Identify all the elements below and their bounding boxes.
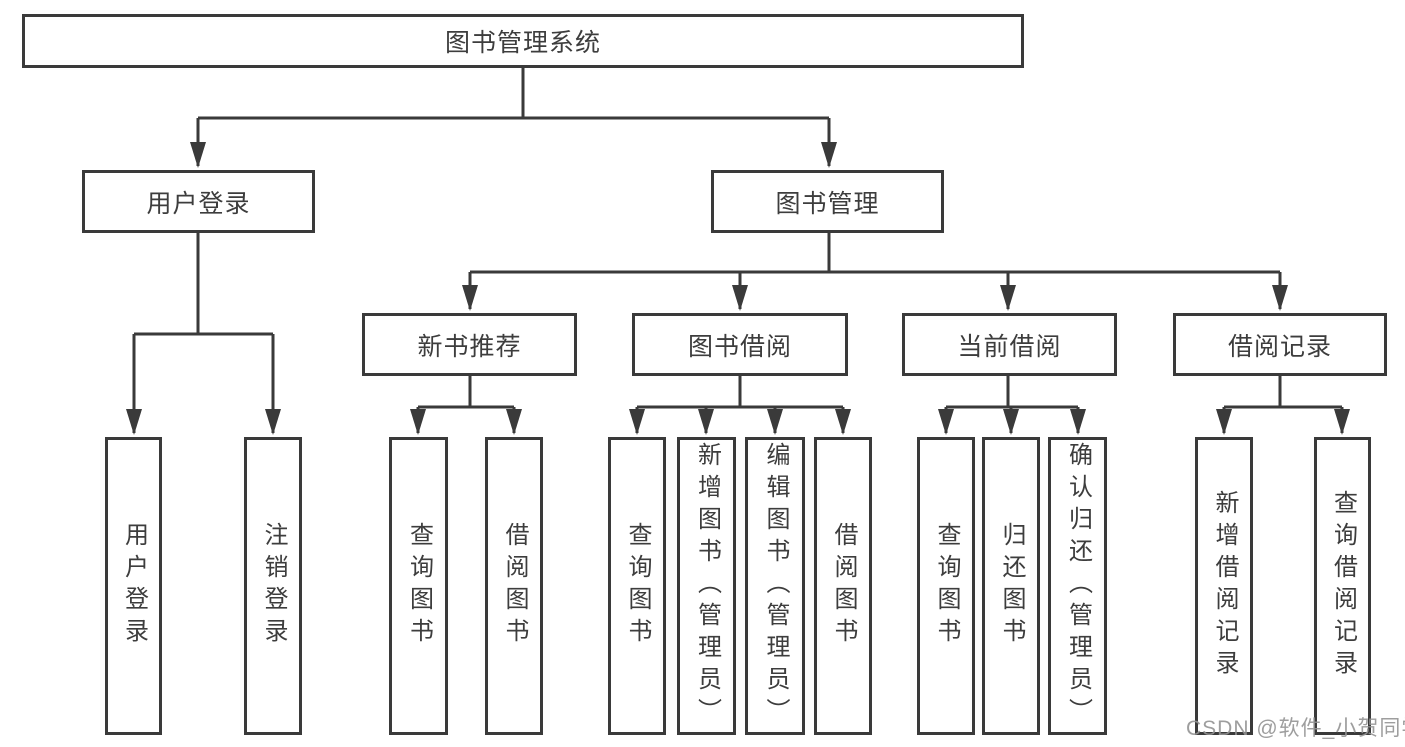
watermark: CSDN @软件_小贺同学 — [1186, 717, 1405, 740]
node-leaf-confirm-return-admin: 确认归还（管理员） — [1048, 437, 1107, 735]
node-current-borrowing: 当前借阅 — [902, 313, 1117, 376]
node-leaf-edit-book-admin: 编辑图书（管理员） — [745, 437, 805, 735]
node-borrow-records: 借阅记录 — [1173, 313, 1387, 376]
node-leaf-return-books: 归还图书 — [982, 437, 1040, 735]
node-leaf-query-borrow-record: 查询借阅记录 — [1314, 437, 1371, 735]
node-leaf-query-books-current: 查询图书 — [917, 437, 975, 735]
node-leaf-query-books-recommend: 查询图书 — [389, 437, 448, 735]
node-leaf-query-books-borrowing: 查询图书 — [608, 437, 666, 735]
node-leaf-borrow-books: 借阅图书 — [814, 437, 872, 735]
node-leaf-add-book-admin: 新增图书（管理员） — [677, 437, 736, 735]
node-leaf-logout: 注销登录 — [244, 437, 302, 735]
node-leaf-add-borrow-record: 新增借阅记录 — [1195, 437, 1253, 735]
node-user-login: 用户登录 — [82, 170, 315, 233]
node-leaf-user-login: 用户登录 — [105, 437, 162, 735]
node-leaf-borrow-books-recommend: 借阅图书 — [485, 437, 543, 735]
node-library-management-system: 图书管理系统 — [22, 14, 1024, 68]
node-new-book-recommend: 新书推荐 — [362, 313, 577, 376]
node-book-management: 图书管理 — [711, 170, 944, 233]
node-book-borrowing: 图书借阅 — [632, 313, 848, 376]
